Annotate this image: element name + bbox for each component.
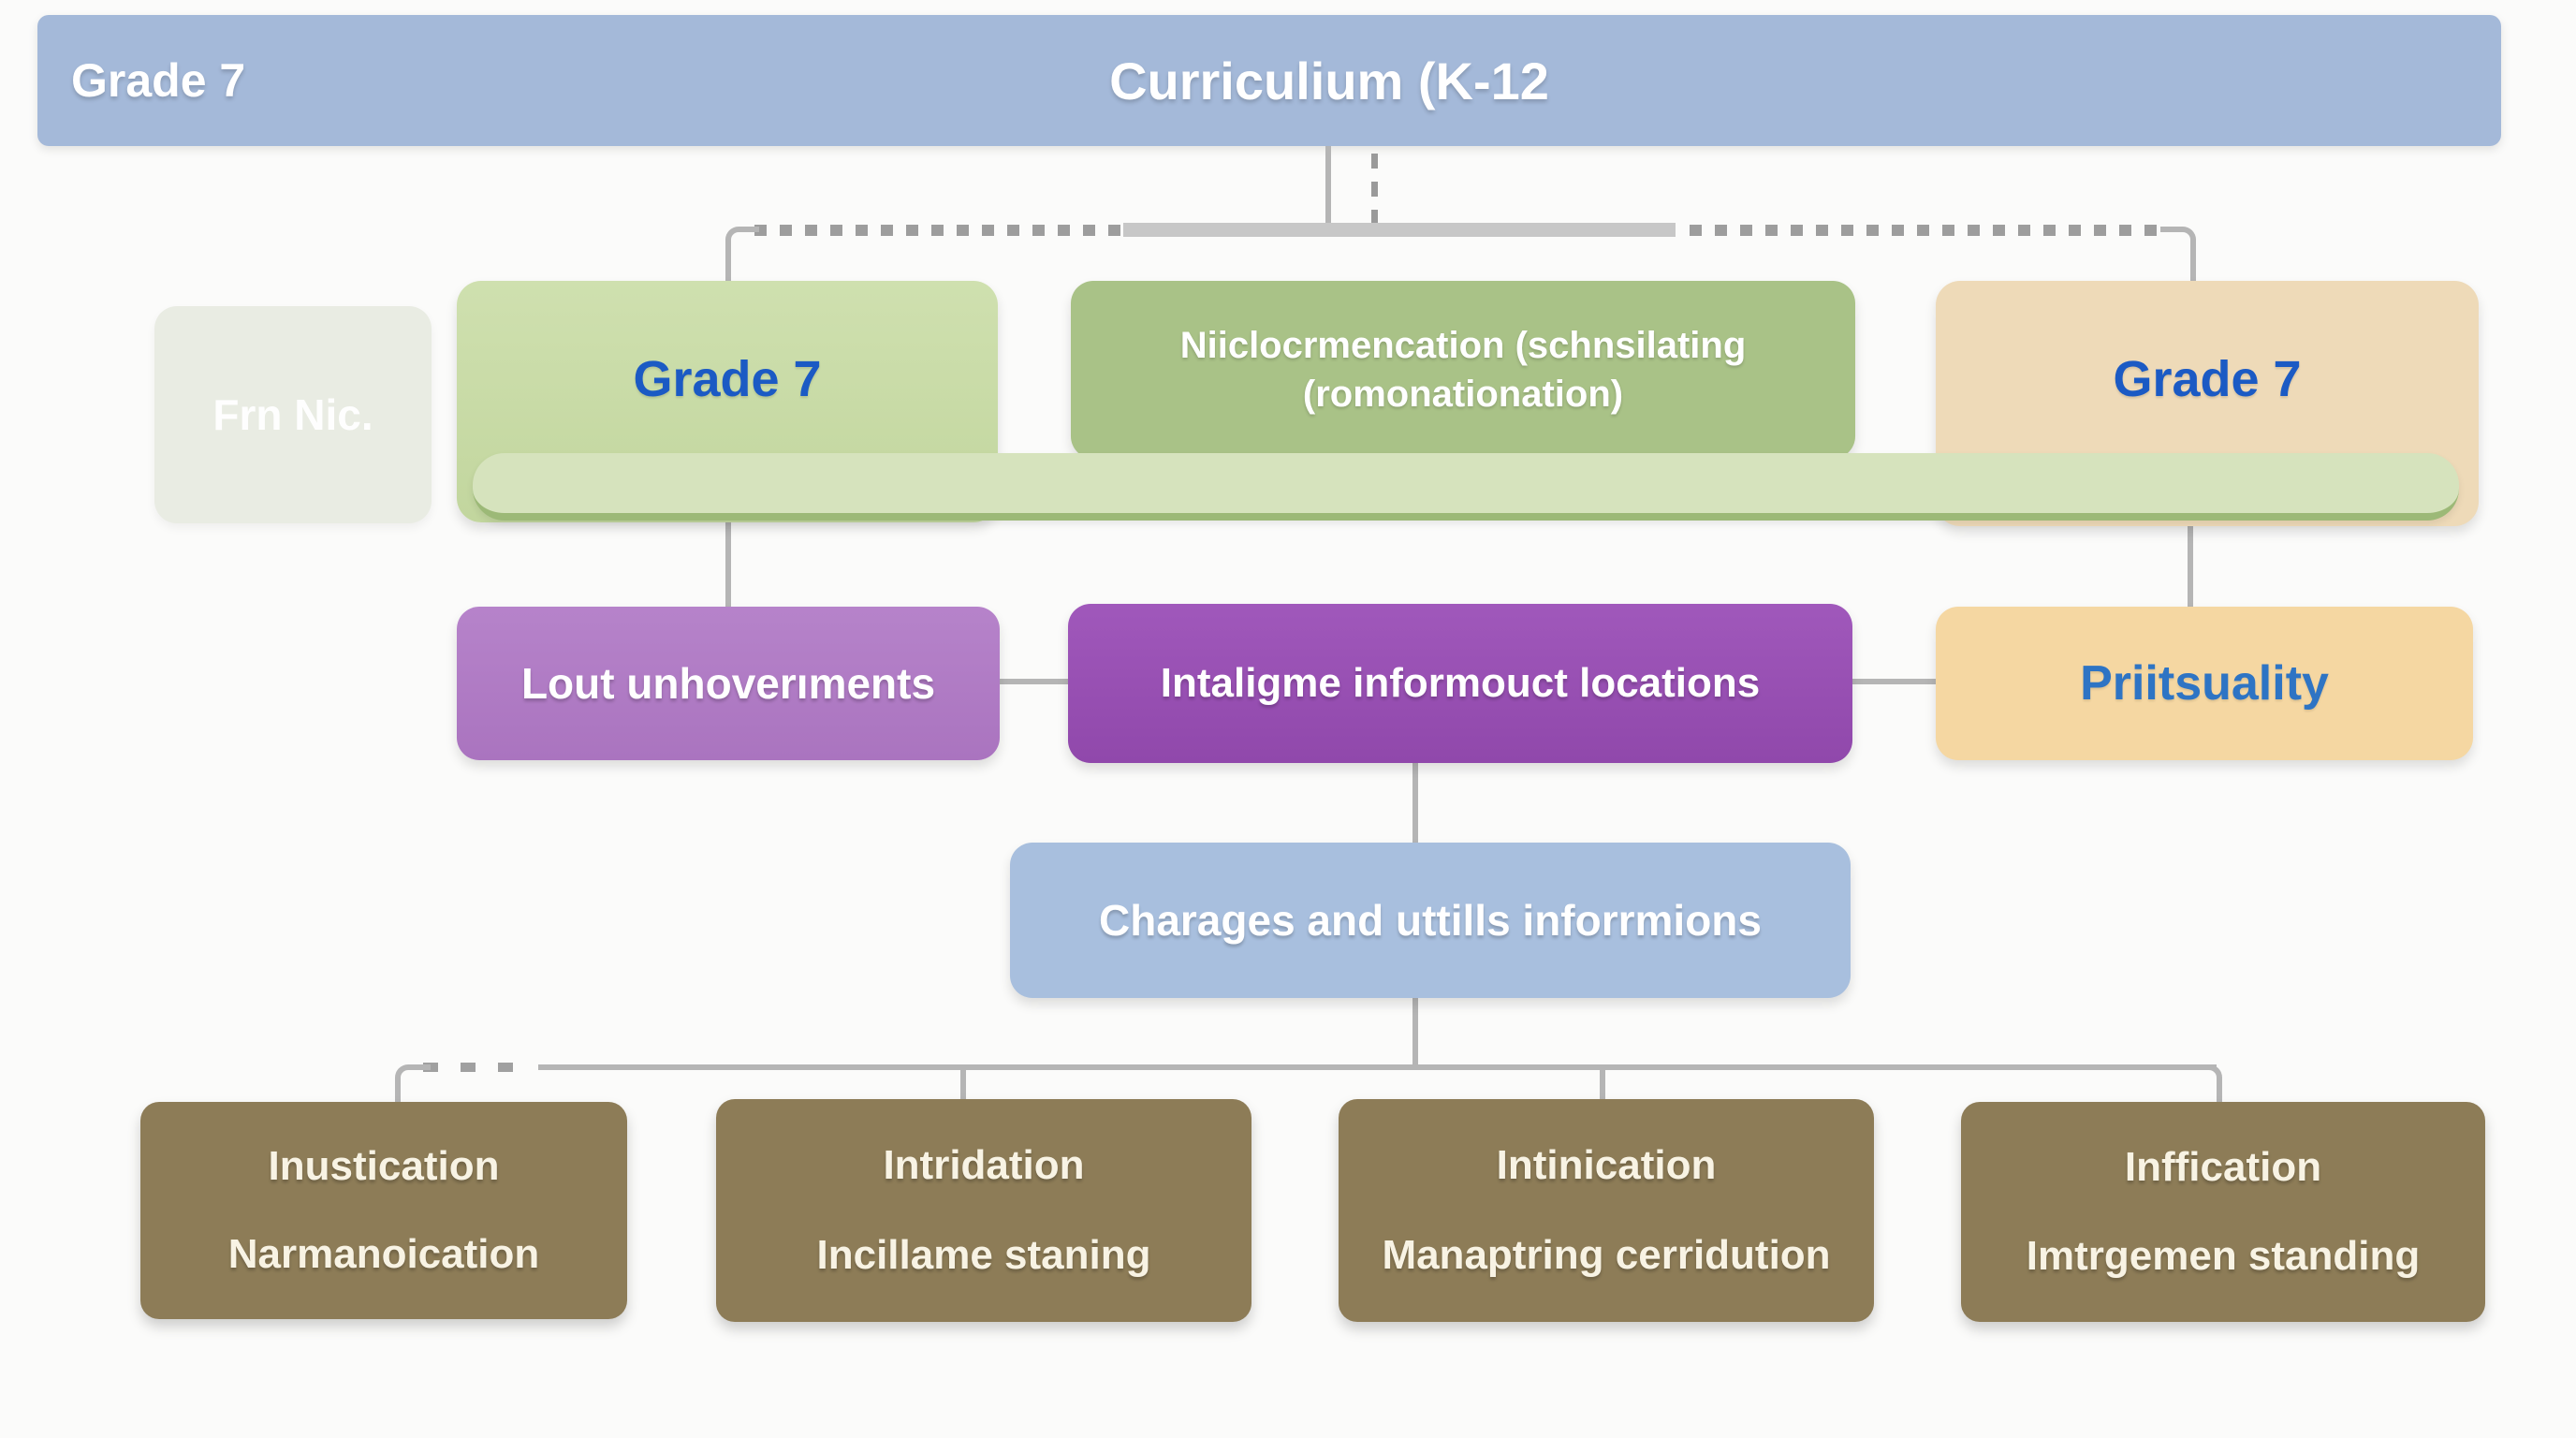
connector-drop-box3	[1600, 1064, 1605, 1102]
connector-grade7left-down	[725, 519, 731, 609]
node-method-line2: (romonationation)	[1302, 374, 1624, 415]
connector-top-elbow-right	[2160, 227, 2196, 290]
connector-top-dotted-right	[1690, 225, 2162, 236]
connector-banner-vertical-dashed	[1371, 154, 1378, 230]
header-banner: Grade 7 Curriculium (K-12	[37, 15, 2501, 146]
connector-top-solid-center	[1123, 223, 1676, 237]
node-lout-label: Lout unhoverıments	[520, 659, 936, 708]
node-intaligme-label: Intaligme informouct locations	[1160, 660, 1761, 706]
connector-grade7right-down	[2188, 521, 2193, 609]
node-intinication-subtitle: Manaptring cerridution	[1382, 1232, 1831, 1278]
node-charages-label: Charages and uttills inforrmions	[1099, 896, 1762, 945]
node-intinication: Intinication Manaptring cerridution	[1339, 1099, 1874, 1322]
node-frn-nic: Frn Nic.	[154, 306, 432, 523]
node-intaligme: Intaligme informouct locations	[1068, 604, 1852, 763]
node-method: Niiclocrmencation (schnsilating (romonat…	[1071, 281, 1855, 459]
node-lout: Lout unhoverıments	[457, 607, 1000, 760]
node-grade7-left-label: Grade 7	[633, 351, 822, 407]
connector-bottom-rail	[538, 1064, 2217, 1070]
connector-banner-vertical	[1325, 146, 1331, 230]
connector-drop-box2	[960, 1064, 966, 1102]
connector-purple-left-center	[998, 679, 1070, 684]
node-charages: Charages and uttills inforrmions	[1010, 843, 1851, 998]
connector-purple-orange	[1852, 679, 1938, 684]
connector-bottom-elbow-right	[2188, 1064, 2222, 1113]
node-inustication-subtitle: Narmanoication	[227, 1231, 540, 1277]
node-intinication-title: Intinication	[1496, 1142, 1717, 1188]
node-intridation-title: Intridation	[883, 1142, 1085, 1188]
node-priitsuality-label: Priitsuality	[2080, 656, 2329, 711]
diagram-title: Curriculium (K-12	[1109, 51, 1549, 110]
node-inustication-title: Inustication	[268, 1143, 500, 1189]
node-inffication-subtitle: Imtrgemen standing	[2026, 1233, 2421, 1279]
connector-top-elbow-left	[725, 227, 759, 290]
green-band	[473, 453, 2459, 521]
connector-blue-down	[1412, 996, 1418, 1066]
node-intridation: Intridation Incillame staning	[716, 1099, 1251, 1322]
node-priitsuality: Priitsuality	[1936, 607, 2473, 760]
connector-top-dotted-left	[754, 225, 1129, 236]
node-grade7-right-label: Grade 7	[2113, 351, 2302, 407]
connector-bottom-elbow-left	[395, 1064, 431, 1109]
node-frn-nic-label: Frn Nic.	[212, 390, 373, 439]
node-intridation-subtitle: Incillame staning	[816, 1232, 1151, 1278]
node-inffication-title: Inffication	[2124, 1144, 2322, 1190]
node-method-line1: Niiclocrmencation (schnsilating	[1179, 325, 1747, 366]
node-inffication: Inffication Imtrgemen standing	[1961, 1102, 2485, 1322]
connector-center-to-blue	[1412, 761, 1418, 844]
connector-bottom-rail-dashed	[423, 1063, 535, 1072]
node-inustication: Inustication Narmanoication	[140, 1102, 627, 1319]
banner-grade-label: Grade 7	[71, 54, 246, 107]
